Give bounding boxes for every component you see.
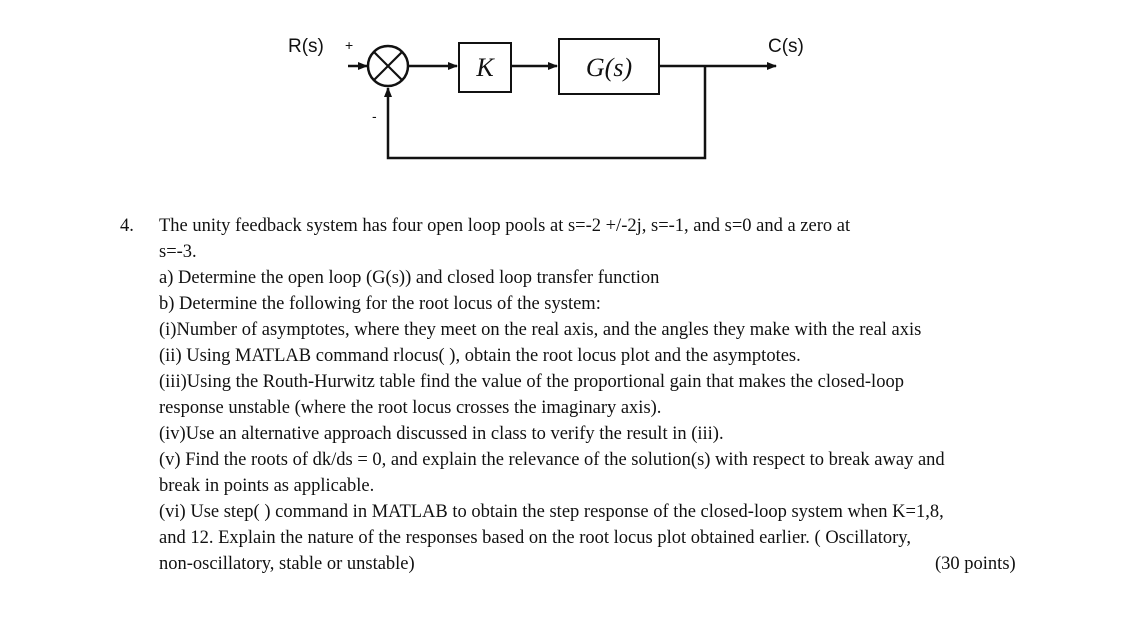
feedback-path — [384, 66, 707, 160]
gain-block-label: K — [475, 53, 495, 82]
minus-sign: - — [372, 108, 377, 124]
points-label: (30 points) — [935, 554, 1016, 574]
question-line: (iv)Use an alternative approach discusse… — [159, 424, 724, 444]
plant-block-label: G(s) — [586, 53, 632, 82]
question-line: (ii) Using MATLAB command rlocus( ), obt… — [159, 346, 801, 366]
question-line: (vi) Use step( ) command in MATLAB to ob… — [159, 502, 944, 522]
question-line: and 12. Explain the nature of the respon… — [159, 528, 911, 548]
question-line: (iii)Using the Routh-Hurwitz table find … — [159, 372, 904, 392]
question-line: non-oscillatory, stable or unstable) — [159, 554, 415, 574]
plant-block: G(s) — [558, 38, 660, 95]
gain-block: K — [458, 42, 512, 93]
question-line: (v) Find the roots of dk/ds = 0, and exp… — [159, 450, 945, 470]
question-line: break in points as applicable. — [159, 476, 375, 496]
question-line: b) Determine the following for the root … — [159, 294, 601, 314]
question-number: 4. — [120, 216, 134, 236]
output-label: C(s) — [768, 36, 804, 57]
question-line: a) Determine the open loop (G(s)) and cl… — [159, 268, 660, 288]
question-line: s=-3. — [159, 242, 197, 262]
summing-junction — [366, 44, 410, 88]
block-diagram: R(s) C(s) + - K G(s) — [288, 36, 804, 160]
question-line: (i)Number of asymptotes, where they meet… — [159, 320, 922, 340]
question-line: response unstable (where the root locus … — [159, 398, 662, 418]
input-label: R(s) — [288, 36, 324, 57]
plus-sign: + — [345, 37, 353, 53]
question-line: The unity feedback system has four open … — [159, 216, 851, 236]
